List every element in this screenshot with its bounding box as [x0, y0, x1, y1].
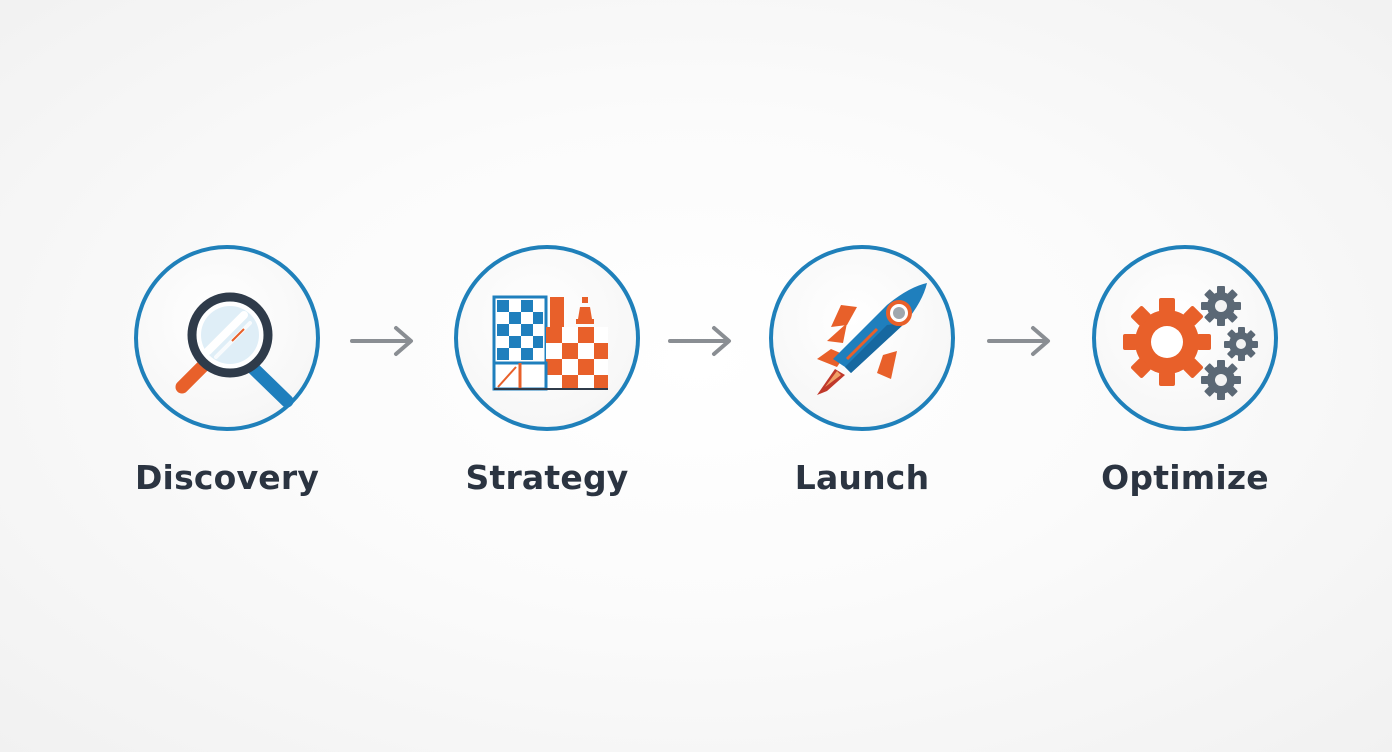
arrow-right-icon	[350, 326, 413, 356]
gears-icon	[1123, 286, 1258, 400]
step-label: Optimize	[1101, 458, 1269, 497]
step-label: Strategy	[465, 458, 629, 497]
step-launch: Launch	[769, 245, 955, 497]
step-optimize-circle	[1092, 245, 1278, 431]
chessboard-icon	[492, 295, 608, 391]
step-label: Discovery	[134, 458, 320, 497]
arrow-right-icon	[987, 326, 1050, 356]
rocket-icon	[817, 283, 927, 395]
step-launch-circle	[769, 245, 955, 431]
step-discovery-circle	[134, 245, 320, 431]
arrow-right-icon	[668, 326, 731, 356]
step-strategy-circle	[454, 245, 640, 431]
magnifying-glass-icon	[175, 292, 294, 408]
step-label: Launch	[794, 458, 930, 497]
step-discovery: Discovery	[134, 245, 320, 497]
step-optimize: Optimize	[1092, 245, 1278, 497]
step-strategy: Strategy	[454, 245, 640, 497]
